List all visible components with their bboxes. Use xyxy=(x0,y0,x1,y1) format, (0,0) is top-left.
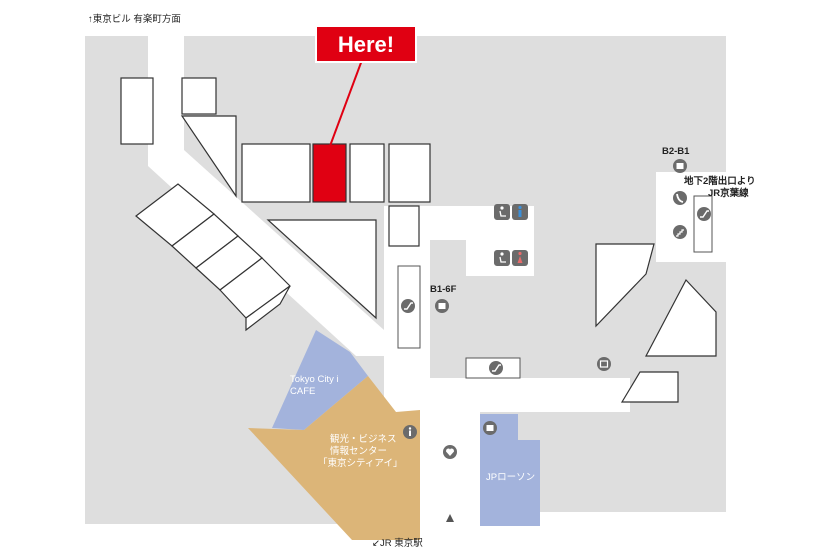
atm-icon xyxy=(483,421,497,435)
escalator-right xyxy=(693,195,713,253)
here-marker: Here! xyxy=(315,25,417,147)
current-location-block xyxy=(312,143,347,203)
connection-note-line2: JR京葉線 xyxy=(708,187,749,199)
corridor-bottom xyxy=(420,408,480,524)
cafe-label-line2: CAFE xyxy=(290,386,315,397)
direction-top-label: ↑東京ビル 有楽町方面 xyxy=(88,13,181,25)
shop-block xyxy=(181,77,217,115)
corridor-diagonal xyxy=(148,150,384,356)
shop-block xyxy=(595,243,655,328)
jp-lawson-label: JPローソン xyxy=(486,472,535,483)
shop-block xyxy=(620,371,679,403)
up-arrow-icon xyxy=(446,514,454,522)
accessible-restroom-icon xyxy=(494,204,510,220)
info-center-area xyxy=(248,376,420,540)
aed-icon xyxy=(443,445,457,459)
escalator-icon xyxy=(697,207,711,221)
shop-block xyxy=(180,115,237,198)
shop-block xyxy=(349,143,385,203)
here-pointer-line xyxy=(329,59,363,147)
cafe-label-line1: Tokyo City i xyxy=(290,374,339,385)
shop-block xyxy=(266,219,377,320)
cafe-area xyxy=(272,330,368,430)
phone-icon xyxy=(673,191,687,205)
info-center-label-line3: 「東京シティアイ」 xyxy=(318,457,402,469)
corridor-top-vertical xyxy=(148,36,184,166)
corridor-east-up xyxy=(656,172,726,262)
jp-lawson-area-ext xyxy=(518,440,540,526)
accessible-restroom-icon xyxy=(494,250,510,266)
connection-note-line1: 地下2階出口より xyxy=(684,175,756,187)
shop-block xyxy=(245,285,291,332)
elevator-icon xyxy=(435,299,449,313)
corridor-bottom-strip xyxy=(420,512,726,524)
shop-block xyxy=(388,143,431,203)
restroom-icon xyxy=(512,250,528,266)
elevator-icon xyxy=(673,159,687,173)
shop-block xyxy=(388,205,420,247)
corridor-right xyxy=(600,378,630,412)
escalator-icon xyxy=(401,299,415,313)
here-badge xyxy=(315,25,417,63)
coin-locker-icon xyxy=(597,357,611,371)
escalator-icon xyxy=(489,361,503,375)
here-label: Here! xyxy=(338,32,394,57)
shop-block xyxy=(120,77,154,145)
information-icon xyxy=(403,425,417,439)
shop-blocks xyxy=(120,77,717,403)
shop-block xyxy=(241,143,311,203)
floor-label-b2-b1: B2-B1 xyxy=(662,146,690,157)
info-center-label-line1: 観光・ビジネス xyxy=(330,433,397,445)
restroom-icon xyxy=(512,204,528,220)
direction-bottom-label: ↙JR 東京駅 xyxy=(372,537,423,549)
stairs-icon xyxy=(673,225,687,239)
info-center-label-line2: 情報センター xyxy=(330,445,387,457)
shop-block xyxy=(645,278,717,357)
floor-label-b1-6f: B1-6F xyxy=(430,284,457,295)
corridor-east-west xyxy=(384,378,628,412)
